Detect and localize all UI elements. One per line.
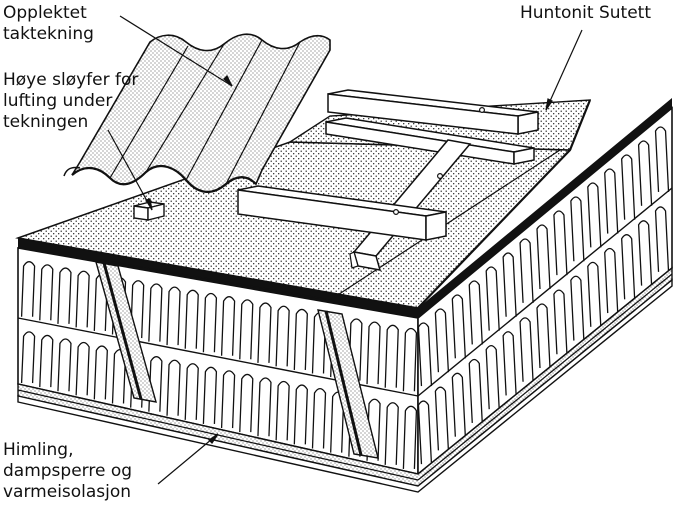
insulation-batt — [130, 280, 145, 339]
insulation-batt — [148, 283, 163, 342]
insulation-batt — [654, 206, 670, 272]
insulation-batt — [502, 252, 517, 317]
insulation-batt — [418, 322, 433, 387]
insulation-batt — [39, 334, 54, 388]
insulation-batt — [519, 238, 534, 303]
label-sheathing-board: Huntonit Sutett — [520, 3, 651, 23]
leader-roof-covering — [119, 15, 233, 87]
insulation-batt — [348, 318, 363, 381]
insulation-batt — [418, 400, 433, 465]
insulation-batt — [434, 308, 450, 373]
label-ceiling: Himling, dampsperre og varmeisolasjon — [3, 440, 132, 503]
insulation-batt — [75, 270, 90, 328]
label-battens: Høye sløyfer for lufting under tekningen — [3, 70, 138, 133]
label-roof-covering: Opplektet taktekning — [3, 3, 94, 45]
insulation-batt — [468, 280, 483, 345]
insulation-batt — [57, 267, 72, 324]
insulation-batt — [311, 387, 327, 449]
insulation-batt — [366, 398, 381, 461]
insulation-batt — [604, 247, 619, 314]
insulation-batt — [293, 308, 308, 370]
insulation-batt — [20, 261, 36, 317]
insulation-batt — [93, 345, 108, 400]
insulation-batt — [184, 363, 199, 420]
label-battens-line-2: lufting under — [3, 91, 113, 111]
batten-lower — [237, 185, 447, 241]
insulation-batt — [166, 286, 181, 346]
insulation-batt — [257, 377, 272, 437]
insulation-batt — [654, 126, 670, 192]
insulation-batt — [637, 220, 653, 286]
label-ceiling-line-2: dampsperre og — [3, 461, 133, 481]
leader-ceiling — [157, 433, 219, 485]
label-ceiling-line-3: varmeisolasjon — [3, 482, 132, 502]
insulation-batt — [239, 299, 254, 360]
insulation-batt — [220, 296, 236, 356]
insulation-batt — [202, 366, 218, 424]
insulation-batt — [536, 303, 551, 369]
insulation-batt — [604, 168, 619, 234]
joist-left — [95, 261, 157, 403]
insulation-batt — [519, 317, 534, 382]
batten-upper — [327, 89, 539, 135]
insulation-batt — [275, 380, 290, 441]
insulation-batt — [148, 356, 163, 412]
ceiling-layers — [17, 266, 673, 493]
insulation-batt — [502, 331, 517, 396]
insulation-batt — [275, 305, 290, 367]
insulation-batt — [570, 196, 585, 262]
insulation-batt — [434, 386, 450, 451]
label-roof-covering-line-2: taktekning — [3, 24, 94, 44]
insulation-batt — [621, 154, 636, 220]
insulation-batt — [384, 402, 399, 465]
insulation-batt — [39, 264, 54, 321]
insulation-batt — [239, 373, 254, 433]
insulation-batt — [257, 302, 272, 363]
insulation-batt — [587, 261, 602, 327]
insulation-batt — [570, 275, 585, 341]
leader-sutett — [545, 29, 583, 111]
insulation-batt — [536, 224, 551, 290]
insulation-batt — [293, 384, 308, 445]
insulation-batt — [57, 338, 72, 392]
joist-right — [317, 309, 379, 459]
roof-covering-sheet — [63, 33, 331, 193]
insulation-batt — [75, 341, 90, 396]
insulation-batt — [553, 210, 568, 276]
insulation-batt — [587, 182, 602, 248]
insulation-batt — [468, 358, 483, 423]
insulation-batt — [166, 359, 181, 416]
insulation-batt — [220, 370, 236, 429]
leader-lines — [107, 15, 583, 485]
batten-middle-cross — [325, 117, 535, 165]
insulation-batt — [553, 289, 568, 355]
label-roof-covering-line-1: Opplektet — [3, 3, 87, 23]
insulation-batt — [621, 234, 636, 300]
label-ceiling-line-1: Himling, — [3, 440, 74, 460]
label-battens-line-1: Høye sløyfer for — [3, 70, 139, 90]
insulation-batt — [402, 405, 418, 469]
leader-battens — [107, 129, 153, 211]
insulation-right-face — [417, 106, 673, 476]
insulation-batt — [20, 331, 36, 384]
insulation-batt — [384, 324, 399, 388]
insulation-batt — [451, 294, 466, 359]
label-battens-line-3: tekningen — [3, 112, 89, 132]
insulation-batt — [637, 140, 653, 206]
insulation-batt — [184, 289, 199, 349]
insulation-batt — [366, 321, 381, 385]
insulation-batt — [485, 266, 500, 331]
insulation-batt — [402, 327, 418, 392]
insulation-batt — [485, 344, 500, 410]
insulation-batt — [451, 372, 466, 437]
insulation-batt — [202, 292, 218, 353]
